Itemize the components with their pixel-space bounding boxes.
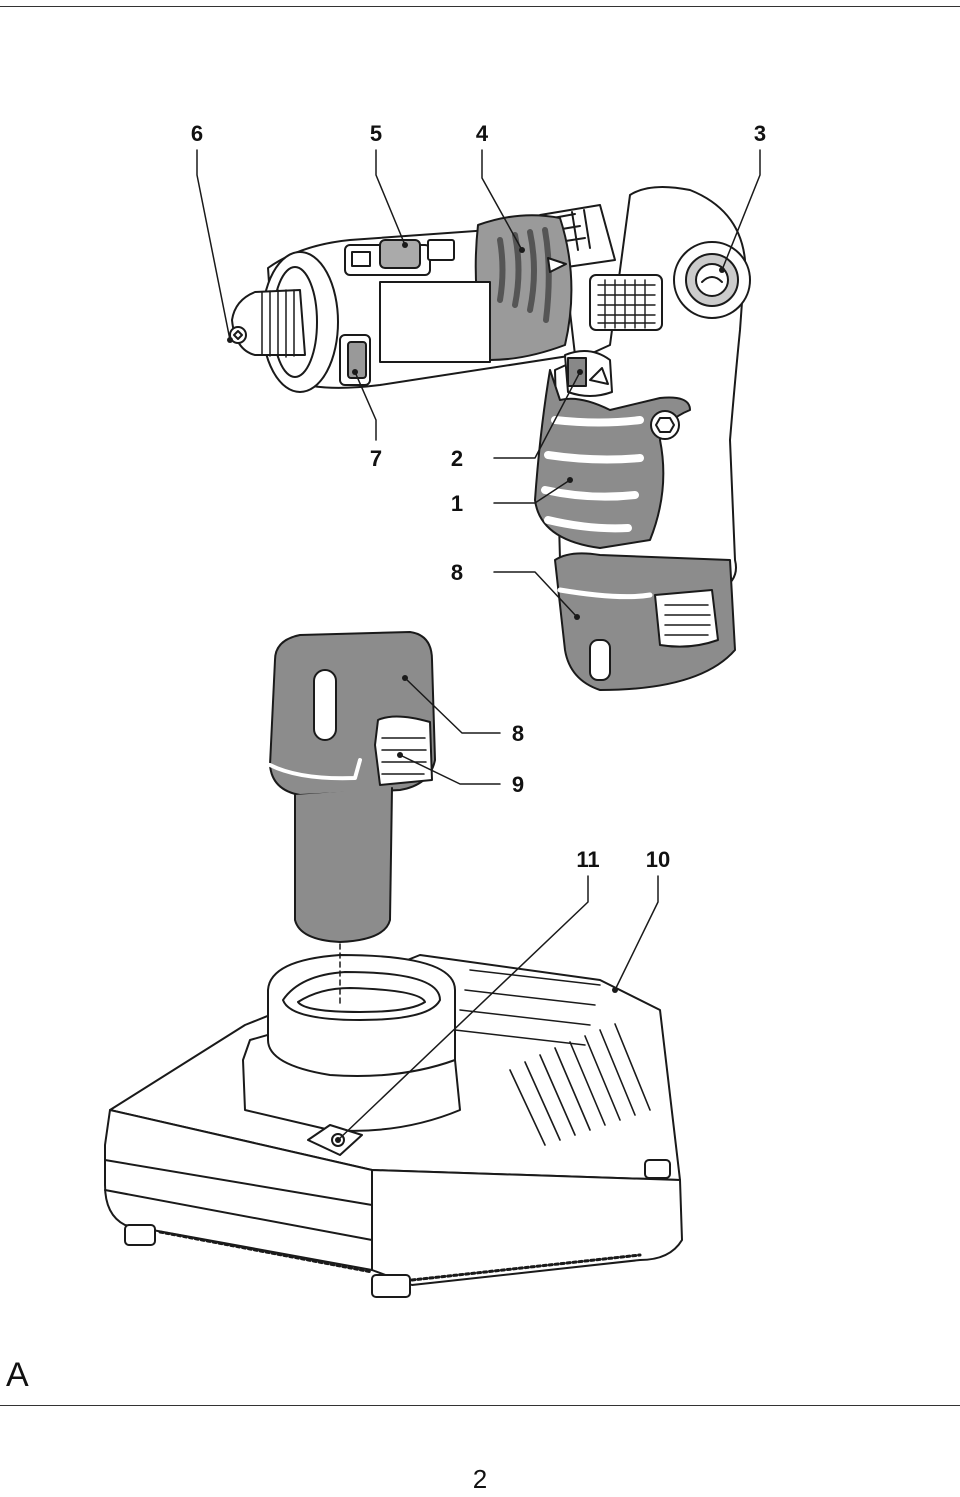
bottom-rule xyxy=(0,1405,960,1406)
callout-10: 10 xyxy=(646,847,670,872)
callout-4: 4 xyxy=(476,121,489,146)
callout-8-battery: 8 xyxy=(512,721,524,746)
charger-illustration xyxy=(104,954,683,1298)
callout-1: 1 xyxy=(451,491,463,516)
callout-3: 3 xyxy=(754,121,766,146)
battery-pack-illustration xyxy=(268,631,436,943)
leader-lines xyxy=(196,149,761,1141)
callout-5: 5 xyxy=(370,121,382,146)
figure-letter: A xyxy=(6,1356,29,1394)
callout-2: 2 xyxy=(451,446,463,471)
screwdriver-illustration xyxy=(229,185,751,691)
callout-6: 6 xyxy=(191,121,203,146)
callout-7: 7 xyxy=(370,446,382,471)
callout-11: 11 xyxy=(576,847,599,872)
callout-8-installed: 8 xyxy=(451,560,463,585)
page-number: 2 xyxy=(472,1464,488,1494)
leader-dots xyxy=(227,242,725,1143)
callout-9: 9 xyxy=(512,772,524,797)
top-rule xyxy=(0,6,960,7)
tool-exploded-diagram: 6 5 4 3 7 2 1 8 8 9 11 10 xyxy=(104,121,766,1298)
